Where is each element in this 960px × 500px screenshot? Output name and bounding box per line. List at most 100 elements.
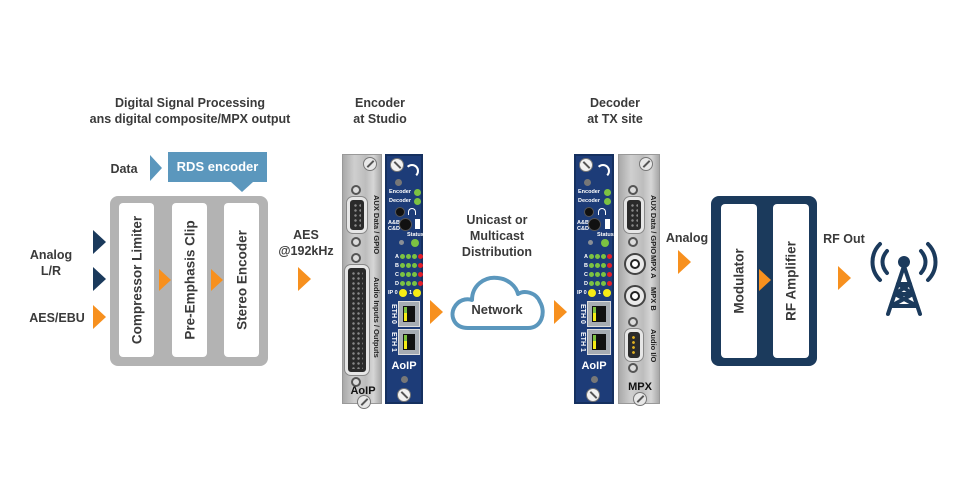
analog-l-arrow (93, 230, 106, 254)
status-label: Status (597, 232, 614, 238)
meter-led (400, 272, 405, 277)
dsp-title: Digital Signal Processing ans digital co… (70, 95, 310, 127)
meter-led (406, 254, 411, 259)
modulator-to-amp-arrow (759, 269, 771, 291)
aux-gpio-connector (347, 197, 367, 233)
compressor-limiter-block: Compressor Limiter (119, 203, 154, 357)
meter-led (601, 281, 606, 286)
eth0-port[interactable] (398, 301, 420, 327)
meter-led (589, 254, 594, 259)
network-cloud-icon (450, 275, 545, 330)
dsp-container: Compressor Limiter Pre-Emphasis Clip Ste… (110, 196, 268, 366)
screw-icon (586, 388, 600, 402)
screw-icon (363, 157, 377, 171)
screw-icon (633, 392, 647, 406)
aux-gpio-label: AUX Data / GPIO (649, 195, 658, 255)
decoder-led (604, 198, 611, 205)
decoder-plate: AUX Data / GPIO MPX A MPX B Audio I/O MP… (618, 154, 660, 406)
plus-icon (584, 179, 591, 186)
plate-name: AoIP (350, 385, 376, 397)
meter-led (418, 281, 423, 286)
meter-led (607, 281, 612, 286)
aes-ebu-label: AES/EBU (29, 311, 85, 325)
analog-lr-label: Analog L/R (28, 247, 74, 279)
select-switch[interactable] (415, 219, 420, 229)
plus-icon (591, 376, 598, 383)
meter-led (412, 272, 417, 277)
eth0-label: ETH 0 (579, 304, 586, 324)
screw-icon (357, 395, 371, 409)
aes-arrow (298, 267, 311, 291)
analog-label-line1: Analog (29, 248, 73, 262)
plus-icon (401, 376, 408, 383)
channel-a-label: A (395, 254, 399, 260)
decoder-title-line1: Decoder (589, 96, 641, 110)
rds-encoder-label: RDS encoder (176, 159, 259, 174)
audio-io-connector (625, 329, 643, 361)
rds-encoder-box: RDS encoder (168, 152, 267, 182)
mpx-a-label: MPX A (649, 255, 658, 279)
select-switch[interactable] (605, 219, 610, 229)
meter-led (412, 254, 417, 259)
mpx-a-connector (624, 253, 646, 275)
cd-label: C&D (577, 226, 589, 232)
ip0-label: IP 0 (388, 290, 398, 296)
meter-led (607, 254, 612, 259)
ip1-led (413, 289, 421, 297)
hole-icon (351, 237, 361, 247)
modulator-block: Modulator (721, 204, 757, 358)
meter-led (418, 254, 423, 259)
network-label: Network (471, 302, 523, 317)
ip1-label: 1 (598, 290, 602, 296)
channel-c-label: C (395, 272, 399, 278)
channel-b-label: B (584, 263, 588, 269)
dsp-arrow-2 (211, 269, 223, 291)
decoder-led-label: Decoder (578, 198, 601, 204)
meter-led (412, 281, 417, 286)
status-led (411, 239, 419, 247)
meter-led (418, 272, 423, 277)
analog-label: Analog (665, 231, 709, 245)
encoder-card: Encoder Decoder A&B C&D Status A B C D I… (385, 154, 424, 404)
headphone-jack (395, 207, 405, 217)
status-label: Status (407, 232, 424, 238)
aux-gpio-connector (624, 197, 644, 233)
ip0-led (399, 289, 407, 297)
wave-logo-icon (405, 164, 419, 178)
analog-label-line2: L/R (40, 264, 62, 278)
rf-amplifier-block: RF Amplifier (773, 204, 809, 358)
meter-led (406, 272, 411, 277)
meter-led (589, 272, 594, 277)
select-knob[interactable] (588, 218, 601, 231)
meter-led (589, 281, 594, 286)
hole-icon (628, 363, 638, 373)
eth1-port[interactable] (587, 329, 611, 355)
encoder-led-label: Encoder (389, 189, 412, 195)
aux-gpio-label: AUX Data / GPIO (372, 195, 381, 255)
mpx-b-label: MPX B (649, 287, 658, 311)
decoder-card: Encoder Decoder A&B C&D Status A B C D I… (574, 154, 614, 404)
meter-led (601, 272, 606, 277)
select-knob[interactable] (399, 218, 412, 231)
rf-amplifier-label: RF Amplifier (783, 241, 799, 321)
decoder-led-label: Decoder (389, 198, 412, 204)
screw-icon (397, 388, 411, 402)
meter-led (595, 272, 600, 277)
decoder-title: Decoder at TX site (570, 95, 660, 127)
meter-led (607, 272, 612, 277)
status-indicator-gray (399, 240, 404, 245)
channel-b-label: B (395, 263, 399, 269)
audio-io-label: Audio I/O (649, 329, 658, 363)
distribution-label: Unicast or Multicast Distribution (452, 212, 542, 260)
wave-logo-icon (596, 164, 610, 178)
eth1-port[interactable] (398, 329, 420, 355)
aes-label-line1: AES (293, 228, 319, 242)
ip1-label: 1 (409, 290, 413, 296)
eth0-port[interactable] (587, 301, 611, 327)
pre-emphasis-clip-label: Pre-Emphasis Clip (182, 220, 197, 340)
audio-io-label: Audio Inputs / Outputs (372, 277, 381, 358)
mpx-b-connector (624, 285, 646, 307)
distribution-line1: Unicast or (466, 213, 528, 227)
meter-led (595, 281, 600, 286)
decoder-title-line2: at TX site (587, 112, 643, 126)
